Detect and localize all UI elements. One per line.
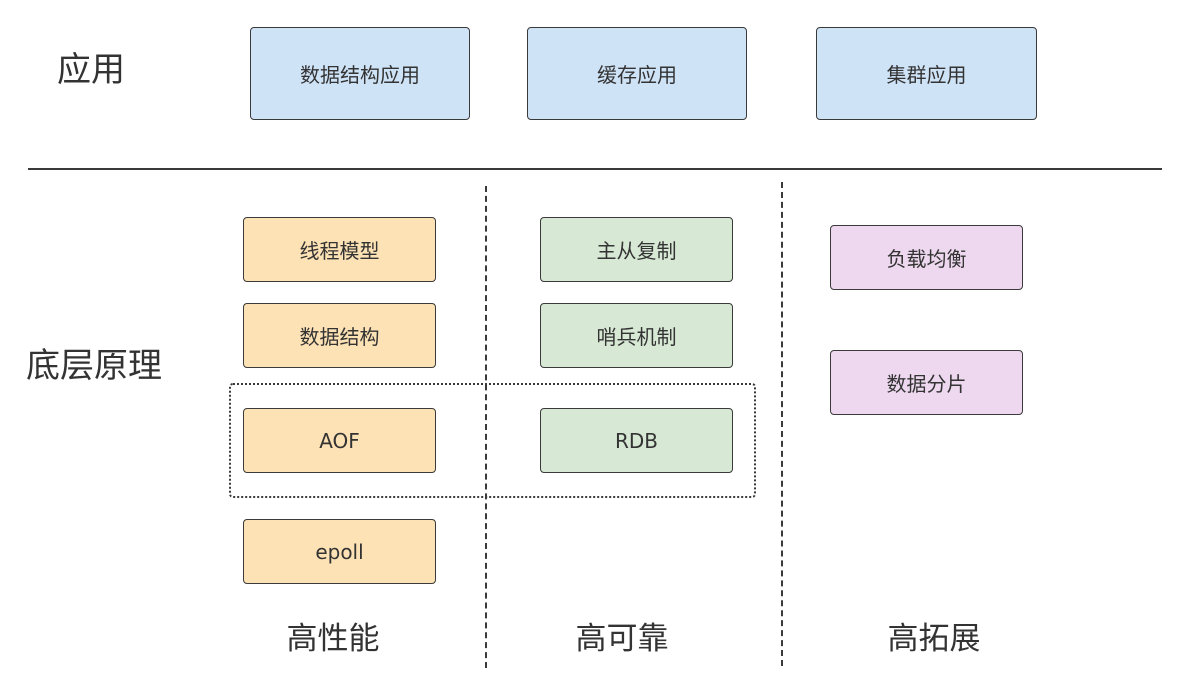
box-thread-model: 线程模型 [243,217,436,282]
app-box-data-structure-application: 数据结构应用 [250,27,470,120]
column-label-high-reliability: 高可靠 [575,621,669,657]
box-master-slave-replication: 主从复制 [540,217,733,282]
box-sentinel-mechanism: 哨兵机制 [540,303,733,368]
app-box-cache-application: 缓存应用 [527,27,747,120]
column-separator-1 [485,186,487,668]
box-load-balancing: 负载均衡 [830,225,1023,290]
box-aof: AOF [243,408,436,473]
persistence-group-outline [229,383,756,498]
box-rdb: RDB [540,408,733,473]
column-label-high-performance: 高性能 [286,621,380,657]
application-layer-label: 应用 [57,50,125,90]
column-label-high-scalability: 高拓展 [887,621,981,657]
column-separator-2 [781,182,783,666]
box-data-structure: 数据结构 [243,303,436,368]
app-box-cluster-application: 集群应用 [816,27,1037,120]
foundation-layer-label: 底层原理 [26,346,162,386]
layer-divider [28,168,1162,170]
box-data-sharding: 数据分片 [830,350,1023,415]
box-epoll: epoll [243,519,436,584]
